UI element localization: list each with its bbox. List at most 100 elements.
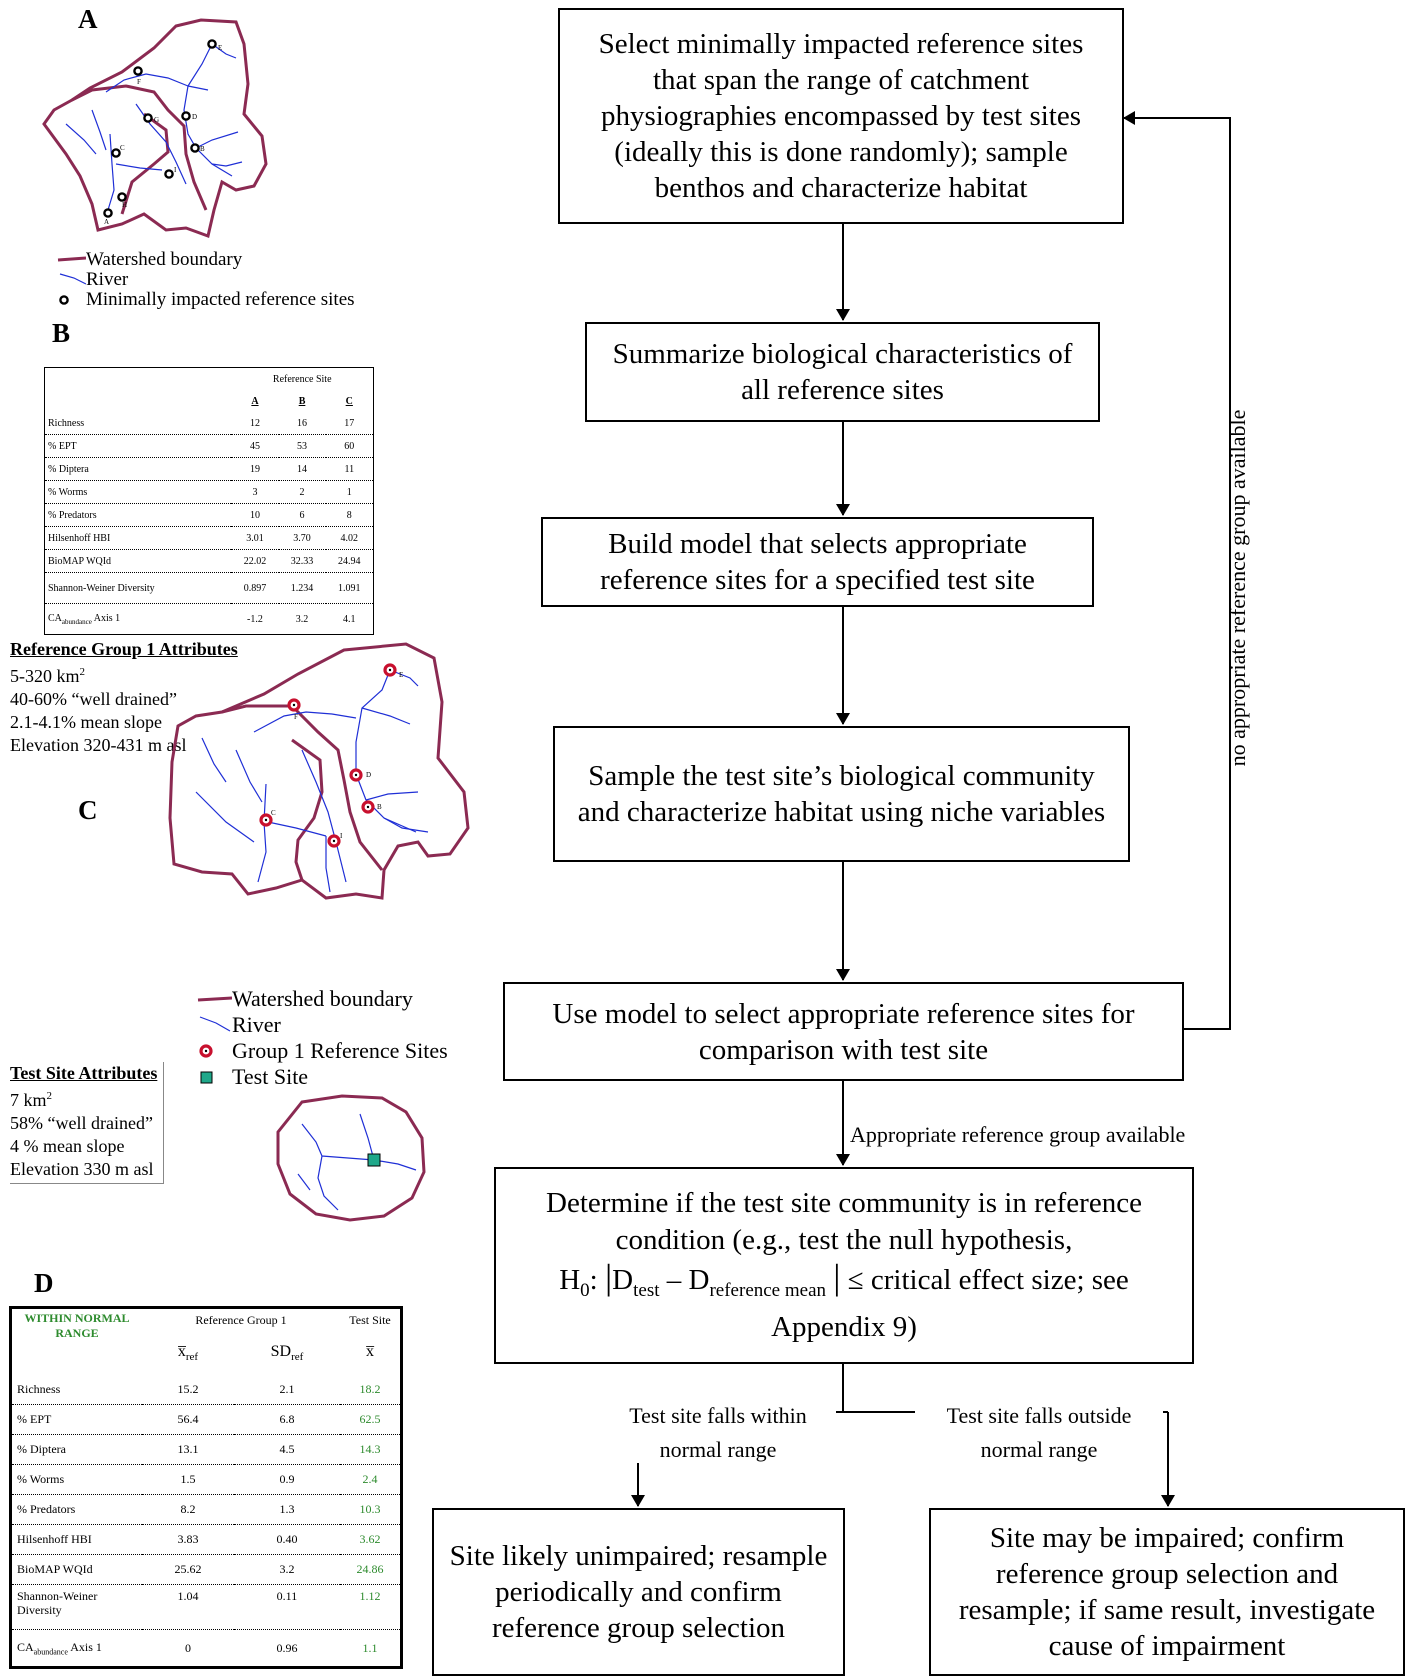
watershed-map-a: E F G D B C I H A xyxy=(42,18,268,238)
site-marker-g: G xyxy=(143,113,159,124)
test-site-marker-icon xyxy=(196,1067,232,1087)
outcome-impaired: Site may be impaired; confirm reference … xyxy=(929,1508,1405,1676)
site-marker-f: F xyxy=(133,66,143,86)
reference-group-slope: 2.1-4.1% mean slope xyxy=(10,712,162,732)
table-b-group-header: Reference Site xyxy=(272,373,332,385)
table-b-col-a: A xyxy=(251,395,259,407)
reference-group-attributes: Reference Group 1 Attributes 5-320 km2 4… xyxy=(10,638,238,757)
watershed-map-c: E F D C B I xyxy=(168,642,470,900)
test-site-comparison-table: WITHIN NORMAL RANGE Reference Group 1 Te… xyxy=(9,1306,403,1669)
table-d-mean-header: x̅ref xyxy=(177,1343,199,1364)
svg-text:B: B xyxy=(200,145,205,153)
table-d-test-mean-header: x̅ xyxy=(366,1343,374,1360)
river-line-icon xyxy=(196,1015,232,1035)
svg-text:E: E xyxy=(218,44,222,52)
table-d-sd-header: SDref xyxy=(270,1343,304,1364)
legend-item-test-site: Test Site xyxy=(196,1064,448,1090)
reference-group-drainage: 40-60% “well drained” xyxy=(10,689,177,709)
site-marker-d: D xyxy=(181,111,197,121)
flow-step-use-model: Use model to select appropriate referenc… xyxy=(503,982,1184,1081)
label-outside-normal-range: Test site falls outside normal range xyxy=(915,1403,1163,1463)
reference-sites-c: E F D C B I xyxy=(259,663,403,848)
svg-text:G: G xyxy=(154,116,159,124)
svg-text:F: F xyxy=(137,78,141,86)
legend-item-boundary: Watershed boundary xyxy=(56,250,355,270)
svg-text:E: E xyxy=(399,671,403,679)
test-site-elevation: Elevation 330 m asl xyxy=(10,1159,154,1179)
river-line-icon xyxy=(56,270,87,290)
svg-text:D: D xyxy=(366,771,371,779)
internal-boundary-a1 xyxy=(71,84,208,211)
reference-group-title: Reference Group 1 Attributes xyxy=(10,639,238,659)
table-d-group-header: Reference Group 1 xyxy=(195,1313,287,1327)
test-site-title: Test Site Attributes xyxy=(10,1063,158,1083)
legend-c: Watershed boundary River Group 1 Referen… xyxy=(196,986,448,1090)
site-marker-e: E xyxy=(207,39,222,52)
site-marker-b: B xyxy=(361,800,382,814)
flow-step-sample-test-site: Sample the test site’s biological commun… xyxy=(553,726,1130,862)
legend-item-sites: Minimally impacted reference sites xyxy=(56,290,355,310)
test-site-boundary xyxy=(276,1094,426,1222)
panel-label-c: C xyxy=(78,795,98,825)
table-b-group-header-row: Reference Site xyxy=(45,368,374,391)
rivers-c xyxy=(195,669,429,893)
site-marker-c: C xyxy=(111,144,125,158)
table-b-col-b: B xyxy=(298,395,306,407)
legend-item-river: River xyxy=(56,270,355,290)
site-marker-icon xyxy=(56,290,86,310)
site-marker-b: B xyxy=(190,143,205,153)
watershed-boundary-c xyxy=(168,642,470,900)
table-b-col-c: C xyxy=(345,395,353,407)
legend-item-boundary: Watershed boundary xyxy=(196,986,448,1012)
internal-boundary-c2 xyxy=(291,738,324,881)
flow-step-summarize: Summarize biological characteristics of … xyxy=(585,322,1100,422)
table-b-column-header-row: A B C xyxy=(45,390,374,412)
test-site-slope: 4 % mean slope xyxy=(10,1136,125,1156)
arrow-no-group-feedback xyxy=(1123,111,1231,1030)
svg-text:I: I xyxy=(174,166,177,174)
table-d-test-header: Test Site xyxy=(349,1313,391,1327)
boundary-line-icon xyxy=(56,250,87,270)
label-no-reference-group: no appropriate reference group available xyxy=(1225,409,1250,767)
reference-sites-a: E F G D B C I H A xyxy=(103,39,222,226)
site-marker-e: E xyxy=(383,663,403,679)
legend-a: Watershed boundary River Minimally impac… xyxy=(56,250,355,310)
internal-boundary-a2 xyxy=(120,112,170,215)
site-marker-f: F xyxy=(287,698,301,721)
site-marker-i: I xyxy=(164,166,177,179)
reference-group-elevation: Elevation 320-431 m asl xyxy=(10,735,187,755)
svg-text:B: B xyxy=(377,803,382,811)
svg-text:F: F xyxy=(294,713,298,721)
svg-text:C: C xyxy=(120,144,125,152)
site-marker-c: C xyxy=(259,809,276,827)
flow-step-determine-condition: Determine if the test site community is … xyxy=(494,1167,1194,1364)
outcome-unimpaired: Site likely unimpaired; resample periodi… xyxy=(432,1508,845,1676)
boundary-line-icon xyxy=(196,989,233,1009)
reference-group-area: 5-320 km2 xyxy=(10,666,85,686)
svg-text:C: C xyxy=(271,809,276,817)
flow-step-select-reference-sites: Select minimally impacted reference site… xyxy=(558,8,1124,224)
internal-boundary-c1 xyxy=(221,704,384,871)
test-site-map xyxy=(276,1094,426,1222)
group-site-marker-icon xyxy=(196,1041,232,1061)
test-site-marker xyxy=(367,1153,381,1167)
panel-label-b: B xyxy=(52,318,71,348)
rivers-test-site xyxy=(297,1113,417,1211)
flow-step-build-model: Build model that selects appropriate ref… xyxy=(541,517,1094,607)
